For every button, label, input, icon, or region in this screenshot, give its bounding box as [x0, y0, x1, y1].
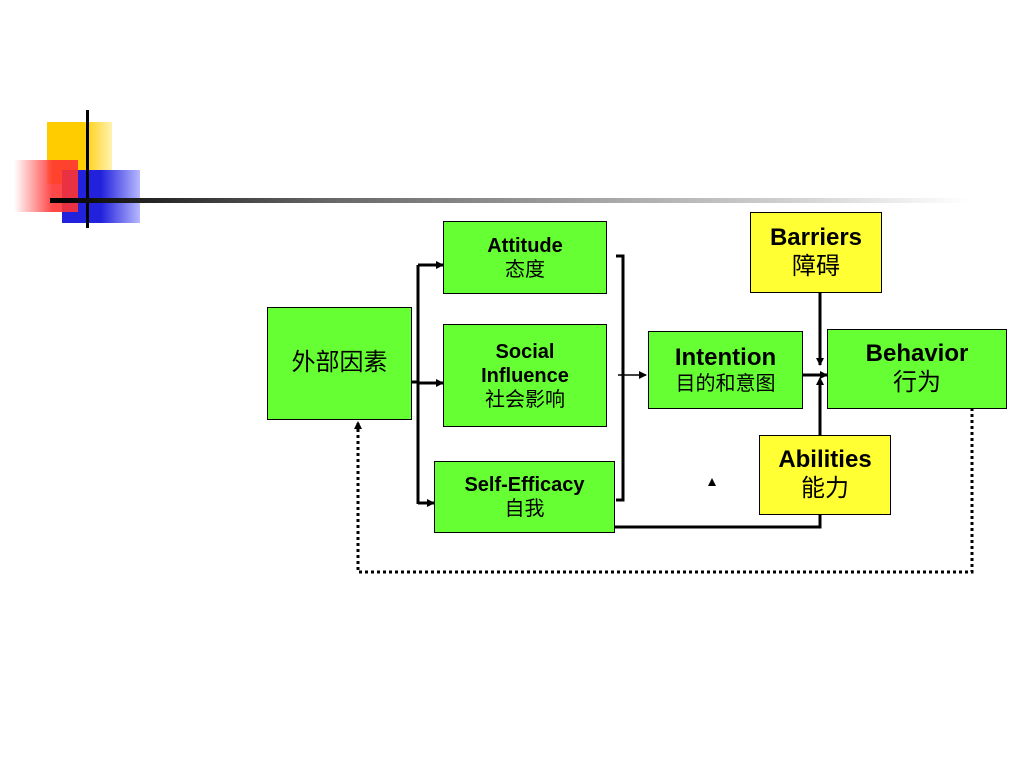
barriers-label-zh: 障碍 — [792, 252, 840, 280]
feedback-loop — [354, 402, 974, 574]
behavior-box: Behavior 行为 — [827, 329, 1007, 409]
self-efficacy-box: Self-Efficacy 自我 — [434, 461, 615, 533]
external-factors-label: 外部因素 — [291, 349, 388, 377]
deco-horizontal-line — [50, 198, 970, 203]
attitude-box: Attitude 态度 — [443, 221, 607, 294]
behavior-label-en: Behavior — [865, 340, 969, 368]
barriers-label-en: Barriers — [769, 223, 863, 251]
self-efficacy-label-en: Self-Efficacy — [464, 474, 585, 496]
bracket-left — [412, 265, 420, 504]
social-influence-label-en1: Social — [495, 340, 555, 363]
intention-label-en: Intention — [674, 343, 777, 371]
abilities-box: Abilities 能力 — [759, 435, 891, 515]
intention-box: Intention 目的和意图 — [648, 331, 803, 409]
self-efficacy-label-zh: 自我 — [504, 498, 545, 520]
deco-red-square — [14, 160, 78, 212]
deco-vertical-line — [86, 110, 89, 228]
barriers-box: Barriers 障碍 — [750, 212, 882, 293]
abilities-label-zh: 能力 — [801, 475, 849, 502]
intention-label-zh: 目的和意图 — [675, 373, 776, 396]
social-influence-label-en2: Influence — [481, 364, 569, 387]
social-influence-box: Social Influence 社会影响 — [443, 324, 607, 427]
attitude-label-zh: 态度 — [505, 258, 545, 281]
behavior-label-zh: 行为 — [893, 369, 941, 396]
bracket-right — [616, 254, 625, 502]
social-influence-label-zh: 社会影响 — [485, 388, 565, 411]
external-factors-box: 外部因素 — [267, 307, 412, 420]
abilities-label-en: Abilities — [778, 446, 872, 474]
attitude-label-en: Attitude — [487, 234, 563, 257]
line-self-efficacy-to-behavior — [615, 385, 822, 529]
stray-marker — [708, 478, 716, 486]
